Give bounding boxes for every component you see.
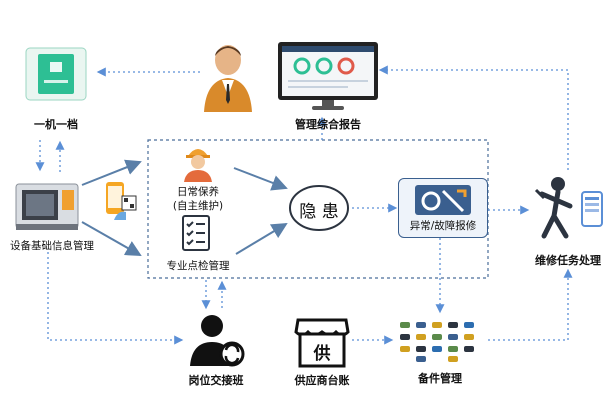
label-equipment-info-mgmt: 设备基础信息管理 xyxy=(10,240,94,252)
edge-info-to-handover xyxy=(47,252,184,345)
cnc-machine-icon xyxy=(14,180,80,232)
shift-handover-icon xyxy=(186,312,246,368)
label-repair-task: 维修任务处理 xyxy=(535,254,601,267)
fault-repair-label: 异常/故障报修 xyxy=(409,220,477,232)
label-supplier-ledger: 供应商台账 xyxy=(294,374,350,387)
archive-card-icon xyxy=(24,46,88,102)
fault-repair-node: 异常/故障报修 xyxy=(398,178,488,238)
edge-parts-to-task xyxy=(488,268,573,341)
label-daily-maintenance-sub: (自主维护) xyxy=(172,200,224,212)
supplier-store-icon: 供 xyxy=(294,316,350,368)
checklist-icon xyxy=(180,214,212,252)
repair-worker-icon xyxy=(534,172,604,244)
supplier-icon-char: 供 xyxy=(313,344,331,364)
edge-info-to-inspection xyxy=(81,221,142,256)
manager-person-icon xyxy=(200,40,256,112)
label-spare-parts-mgmt: 备件管理 xyxy=(418,372,462,385)
repair-tools-icon xyxy=(415,185,471,215)
edge-inspection-to-danger xyxy=(235,222,288,255)
phone-qr-icon xyxy=(104,180,138,222)
hidden-danger-node: 隐 患 xyxy=(288,184,350,232)
label-daily-maintenance: 日常保养 xyxy=(177,186,219,198)
edge-maintenance-to-danger xyxy=(233,167,288,191)
label-shift-handover: 岗位交接班 xyxy=(188,374,244,387)
hidden-danger-label: 隐 患 xyxy=(299,202,339,222)
label-one-machine-one-file: 一机一档 xyxy=(34,118,78,131)
edge-repair-task-to-report xyxy=(378,65,569,170)
edge-info-to-maintenance xyxy=(81,159,142,186)
process-boundary-box xyxy=(147,139,489,279)
label-management-report: 管理综合报告 xyxy=(295,118,361,131)
report-monitor-icon xyxy=(276,40,380,112)
worker-helmet-icon xyxy=(180,142,216,182)
label-spot-inspection-mgmt: 专业点检管理 xyxy=(166,260,230,272)
spare-parts-icon xyxy=(396,318,486,364)
